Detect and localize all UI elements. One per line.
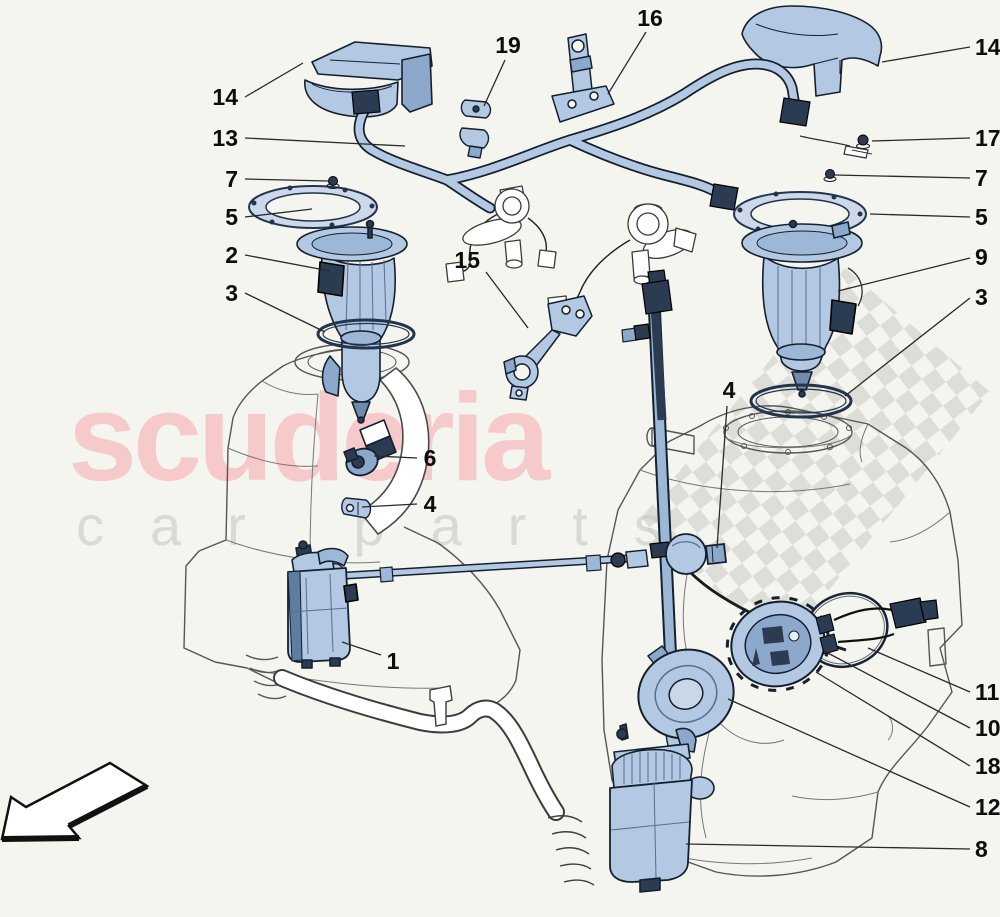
part-14-right-cover xyxy=(741,5,883,97)
callout-14-right: 14 xyxy=(975,34,1000,60)
part-7-bolt-right xyxy=(823,169,837,182)
injection-pump-left xyxy=(445,185,557,283)
part-14-left-cover xyxy=(304,41,433,118)
part-3-oring-right xyxy=(749,383,853,419)
right-fuel-tank xyxy=(601,405,963,877)
part-1-pump-module xyxy=(287,540,359,669)
part-18-wiring-connector xyxy=(833,597,939,644)
part-9-fuel-pump-right xyxy=(741,219,863,398)
tie-rod xyxy=(313,549,649,585)
part-2-fuel-pump-left xyxy=(296,219,408,424)
leader-lines xyxy=(244,31,971,850)
part-17-nut-and-wire xyxy=(799,134,873,159)
callout-7-right: 7 xyxy=(975,165,988,191)
part-5-gasket-left xyxy=(248,185,378,229)
callout-12: 12 xyxy=(975,794,1000,820)
part-4-clip-left xyxy=(341,497,372,519)
callout-4-right: 4 xyxy=(723,377,736,403)
lower-fuel-hose xyxy=(273,669,595,886)
part-6-connector xyxy=(343,419,397,477)
part-3-oring-left xyxy=(316,318,416,350)
injection-pump-right xyxy=(547,203,697,317)
callout-3-left: 3 xyxy=(225,280,238,306)
left-fuel-tank xyxy=(183,343,521,717)
callout-6: 6 xyxy=(424,445,437,471)
callout-1: 1 xyxy=(387,648,400,674)
callout-19: 19 xyxy=(495,32,521,58)
part-15-bracket xyxy=(503,295,593,401)
callout-17: 17 xyxy=(975,125,1000,151)
callout-16: 16 xyxy=(637,5,663,31)
callout-9: 9 xyxy=(975,244,988,270)
watermark-title: scuderia xyxy=(68,369,550,507)
callout-18: 18 xyxy=(975,753,1000,779)
callout-8: 8 xyxy=(975,836,988,862)
part-16-bracket xyxy=(551,33,615,123)
callout-10: 10 xyxy=(975,715,1000,741)
callout-4-left: 4 xyxy=(424,491,437,517)
callout-5-right: 5 xyxy=(975,204,988,230)
part-10-locking-cap xyxy=(725,596,839,692)
part-4-clip-right xyxy=(705,543,727,565)
part-12-disc xyxy=(637,645,735,740)
callout-5-left: 5 xyxy=(225,204,238,230)
callout-7-left: 7 xyxy=(225,166,238,192)
part-8-pump-canister xyxy=(609,723,715,893)
part-13-fuel-hose xyxy=(351,58,811,214)
callout-11: 11 xyxy=(975,679,1000,705)
direction-arrow-icon xyxy=(0,761,150,842)
callout-labels: 14 13 7 5 2 3 19 16 14 17 7 5 9 3 15 4 6… xyxy=(212,5,1000,862)
callout-13: 13 xyxy=(212,125,238,151)
part-19-clip xyxy=(459,99,492,159)
callout-14-left: 14 xyxy=(212,84,238,110)
part-7-bolt-left xyxy=(326,176,340,189)
callout-2: 2 xyxy=(225,242,238,268)
callout-3-right: 3 xyxy=(975,284,988,310)
callout-15: 15 xyxy=(454,247,480,273)
